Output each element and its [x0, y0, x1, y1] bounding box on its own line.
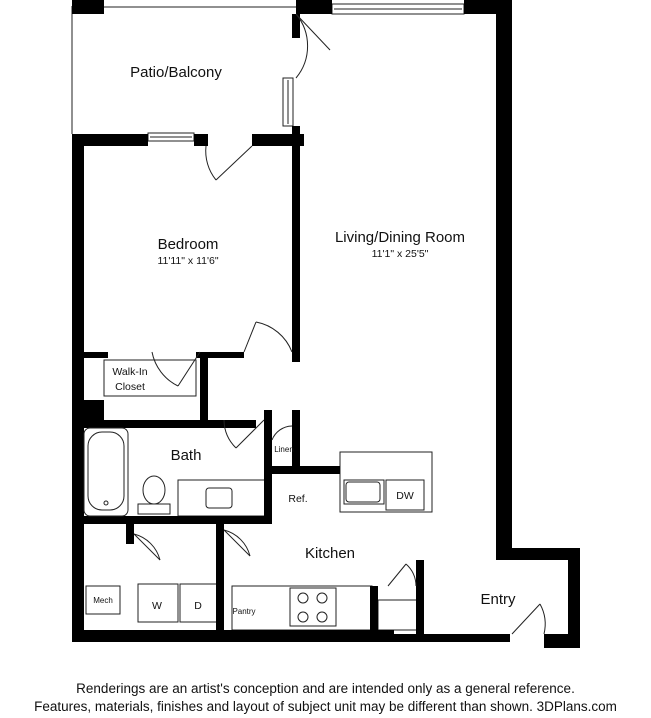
bathtub	[83, 427, 129, 517]
kitchen-fixtures	[297, 481, 381, 623]
ref-label: Ref.	[288, 493, 307, 505]
dw-label: DW	[396, 490, 414, 502]
dryer-label: D	[194, 600, 202, 612]
doors	[133, 13, 546, 635]
bedroom-dimensions: 11'11" x 11'6"	[157, 255, 218, 267]
sink	[205, 487, 233, 509]
bath-fixtures	[83, 427, 233, 517]
walls	[72, 0, 580, 648]
living-dimensions: 11'1" x 25'5"	[372, 248, 429, 260]
patio-label: Patio/Balcony	[130, 64, 222, 81]
thin-lines	[71, 6, 433, 631]
closet-label-line1: Walk-In	[112, 366, 147, 378]
bedroom-label: Bedroom	[158, 236, 219, 253]
bath-label: Bath	[171, 447, 202, 464]
disclaimer-line-2: Features, materials, finishes and layout…	[34, 699, 617, 714]
living-label: Living/Dining Room	[335, 229, 465, 246]
disclaimer-line-1: Renderings are an artist's conception an…	[76, 681, 575, 696]
mech-label: Mech	[93, 596, 113, 605]
toilet-bowl	[142, 475, 166, 505]
kitchen-sink	[345, 481, 381, 503]
toilet-tank	[137, 503, 171, 515]
linen-label: Linen	[274, 445, 294, 454]
washer-label: W	[152, 600, 162, 612]
closet-label-line2: Closet	[115, 381, 145, 393]
kitchen-label: Kitchen	[305, 545, 355, 562]
entry-label: Entry	[480, 591, 516, 608]
pantry-label: Pantry	[232, 607, 255, 616]
